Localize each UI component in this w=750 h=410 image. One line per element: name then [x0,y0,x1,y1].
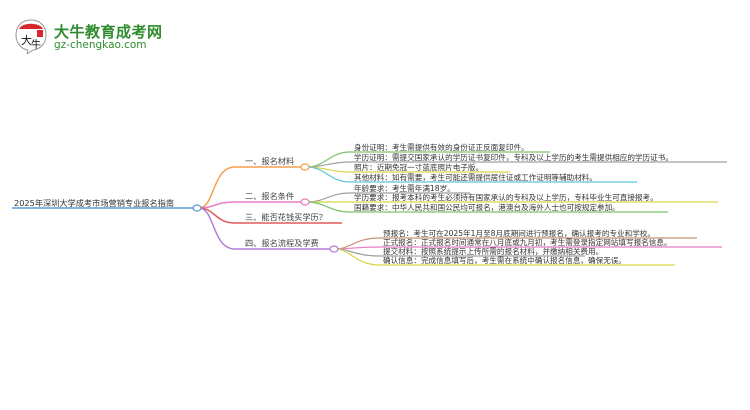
site-logo[interactable]: 大 牛 大牛教育成考网 gz-chengkao.com [14,18,174,58]
branch-materials[interactable]: 一、报名材料 [245,156,295,166]
leaf-formal-registration: 正式报名：正式报名时间通常在八月底或九月初，考生需登录指定网站填写报名信息。 [383,238,672,247]
branch-conditions[interactable]: 二、报名条件 [245,191,295,201]
svg-text:牛: 牛 [31,38,41,51]
leaf-submit-materials: 提交材料：按照系统提示上传所需的报名材料，并缴纳相关费用。 [383,247,604,256]
leaf-education-req: 学历要求：报考本科的考生必须持有国家承认的专科及以上学历，专科毕业生可直接报考。 [354,193,658,202]
leaf-pre-registration: 预报名：考生可在2025年1月至8月底期间进行预报名，确认报考的专业和学校。 [383,229,655,238]
svg-text:大: 大 [21,33,32,47]
leaf-photo: 照片：近期免冠一寸蓝底照片电子版。 [354,163,484,172]
leaf-other-materials: 其他材料：如有需要，考生可能还需提供居住证或工作证明等辅助材料。 [354,173,597,182]
root-node[interactable]: 2025年深圳大学成考市场营销专业报名指南 [14,198,175,208]
branch-process-fees[interactable]: 四、报名流程及学费 [245,238,319,248]
leaf-nationality: 国籍要求：中华人民共和国公民均可报名，港澳台及海外人士也可按规定参加。 [354,203,620,212]
branch-buy-degree[interactable]: 三、能否花钱买学历？ [245,212,327,222]
logo-badge-icon: 大 牛 [15,19,47,54]
logo-url: gz-chengkao.com [54,39,147,51]
leaf-confirm-info: 确认信息：完成信息填写后，考生需在系统中确认报名信息，确保无误。 [383,256,626,265]
logo-title: 大牛教育成考网 [54,23,163,41]
leaf-education-proof: 学历证明：需提交国家承认的学历证书复印件，专科及以上学历的考生需提供相应的学历证… [354,153,673,162]
leaf-age: 年龄要求：考生需年满18岁。 [354,184,455,193]
leaf-id-proof: 身份证明：考生需提供有效的身份证正反面复印件。 [354,143,529,152]
